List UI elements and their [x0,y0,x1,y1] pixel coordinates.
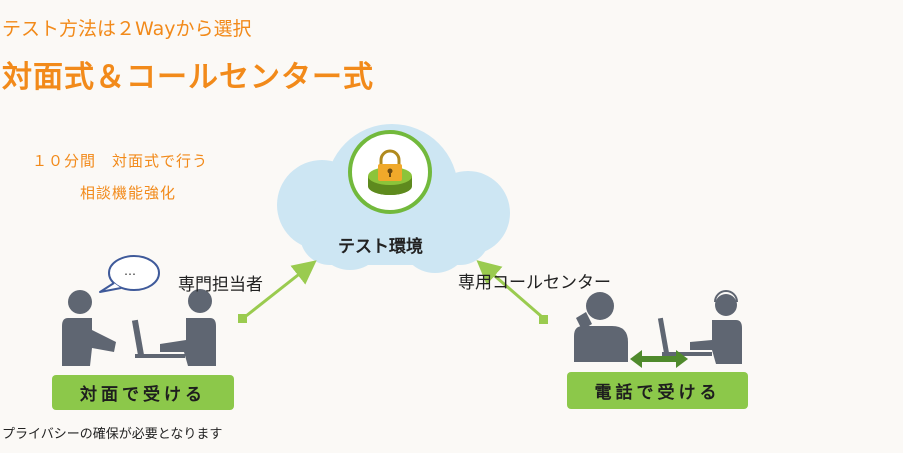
speech-bubble-text: … [124,264,136,278]
client-person-icon [62,290,116,366]
staff-person-icon [131,289,216,366]
note-line-2: 相談機能強化 [80,184,177,202]
face-to-face-button[interactable]: 対面で受ける [52,375,234,410]
left-role-label: 専門担当者 [178,275,263,295]
cloud-label: テスト環境 [338,237,423,257]
lock-icon [348,130,432,214]
caller-person-icon [574,292,628,362]
operator-person-icon [657,290,742,364]
page-subtitle: テスト方法は２Wayから選択 [2,18,252,40]
page-title: 対面式＆コールセンター式 [2,60,374,95]
right-role-label: 専用コールセンター [458,273,611,293]
left-connection-arrow [238,260,317,323]
phone-button[interactable]: 電話で受ける [567,372,748,409]
privacy-caption: プライバシーの確保が必要となります [2,427,223,442]
note-line-1: １０分間 対面式で行う [32,152,209,170]
speech-bubble-icon [99,255,160,293]
phone-double-arrow [630,350,688,368]
right-connection-arrow [476,260,548,324]
